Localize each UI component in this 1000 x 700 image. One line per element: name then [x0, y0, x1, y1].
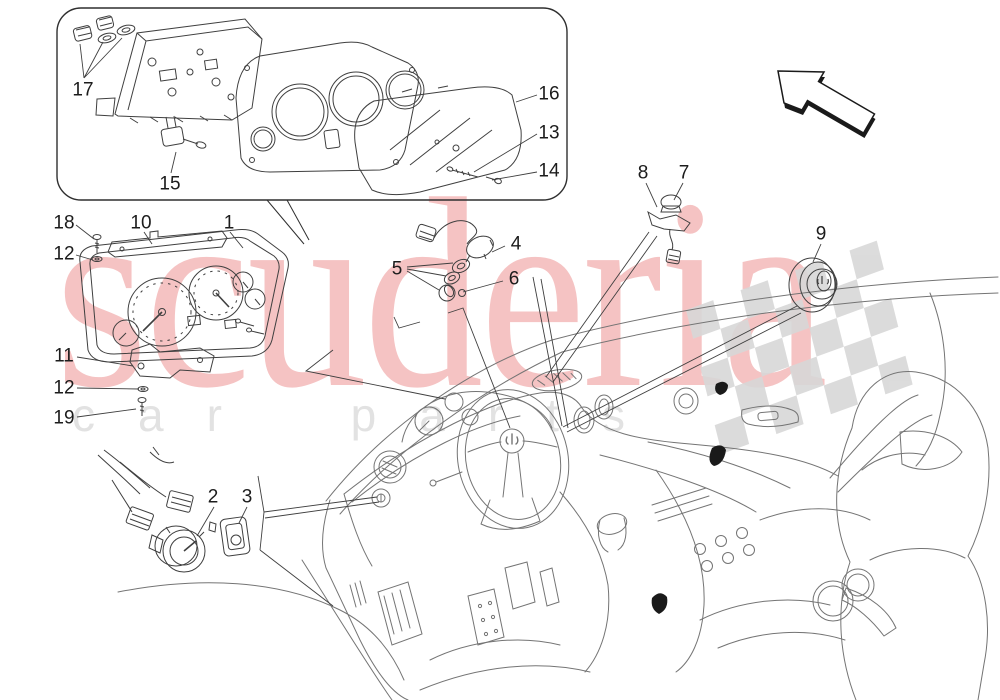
dimmer-switch-15 — [160, 115, 207, 149]
leader-lines — [75, 37, 822, 607]
cluster-bezel-drawing — [235, 41, 425, 173]
part-callout-1[interactable]: 1 — [223, 212, 235, 234]
switch-group-2-3 — [97, 446, 251, 573]
part-callout-7[interactable]: 7 — [678, 162, 690, 184]
part-callout-5[interactable]: 5 — [391, 258, 403, 280]
detail-box — [56, 7, 568, 245]
part-callout-17[interactable]: 17 — [72, 79, 94, 101]
bulb-sockets-17 — [72, 15, 136, 44]
part-callout-10[interactable]: 10 — [130, 212, 152, 234]
car-interior-drawing — [117, 276, 999, 700]
part-callout-15[interactable]: 15 — [159, 173, 181, 195]
watermark-tagline: car parts — [72, 389, 668, 441]
part-callout-16[interactable]: 16 — [538, 83, 560, 105]
part-callout-4[interactable]: 4 — [510, 233, 522, 255]
cluster-rear-housing-drawing — [95, 18, 263, 124]
part-callout-19[interactable]: 19 — [53, 407, 75, 429]
direction-arrow — [777, 70, 876, 138]
watermark-brand: scuderia — [55, 143, 828, 444]
part-callout-3[interactable]: 3 — [241, 486, 253, 508]
part-callout-18[interactable]: 18 — [53, 212, 75, 234]
part-callout-11[interactable]: 11 — [54, 345, 74, 367]
part-callout-6[interactable]: 6 — [508, 268, 520, 290]
screws-13-14 — [446, 166, 502, 185]
sensor-group-7-8 — [647, 194, 691, 265]
part-callout-14[interactable]: 14 — [538, 160, 560, 182]
sensor-group-4-5-6 — [415, 220, 494, 302]
cluster-lens-16 — [354, 85, 522, 196]
checkered-flag — [686, 240, 913, 454]
part-callout-13[interactable]: 13 — [538, 122, 560, 144]
part-callout-2[interactable]: 2 — [207, 486, 219, 508]
part-callout-12[interactable]: 12 — [53, 243, 75, 265]
part-callout-12[interactable]: 12 — [53, 377, 75, 399]
clock-9 — [788, 257, 838, 313]
part-callout-8[interactable]: 8 — [637, 162, 649, 184]
part-callout-9[interactable]: 9 — [815, 223, 827, 245]
instrument-cluster-assembly-1 — [79, 229, 289, 416]
